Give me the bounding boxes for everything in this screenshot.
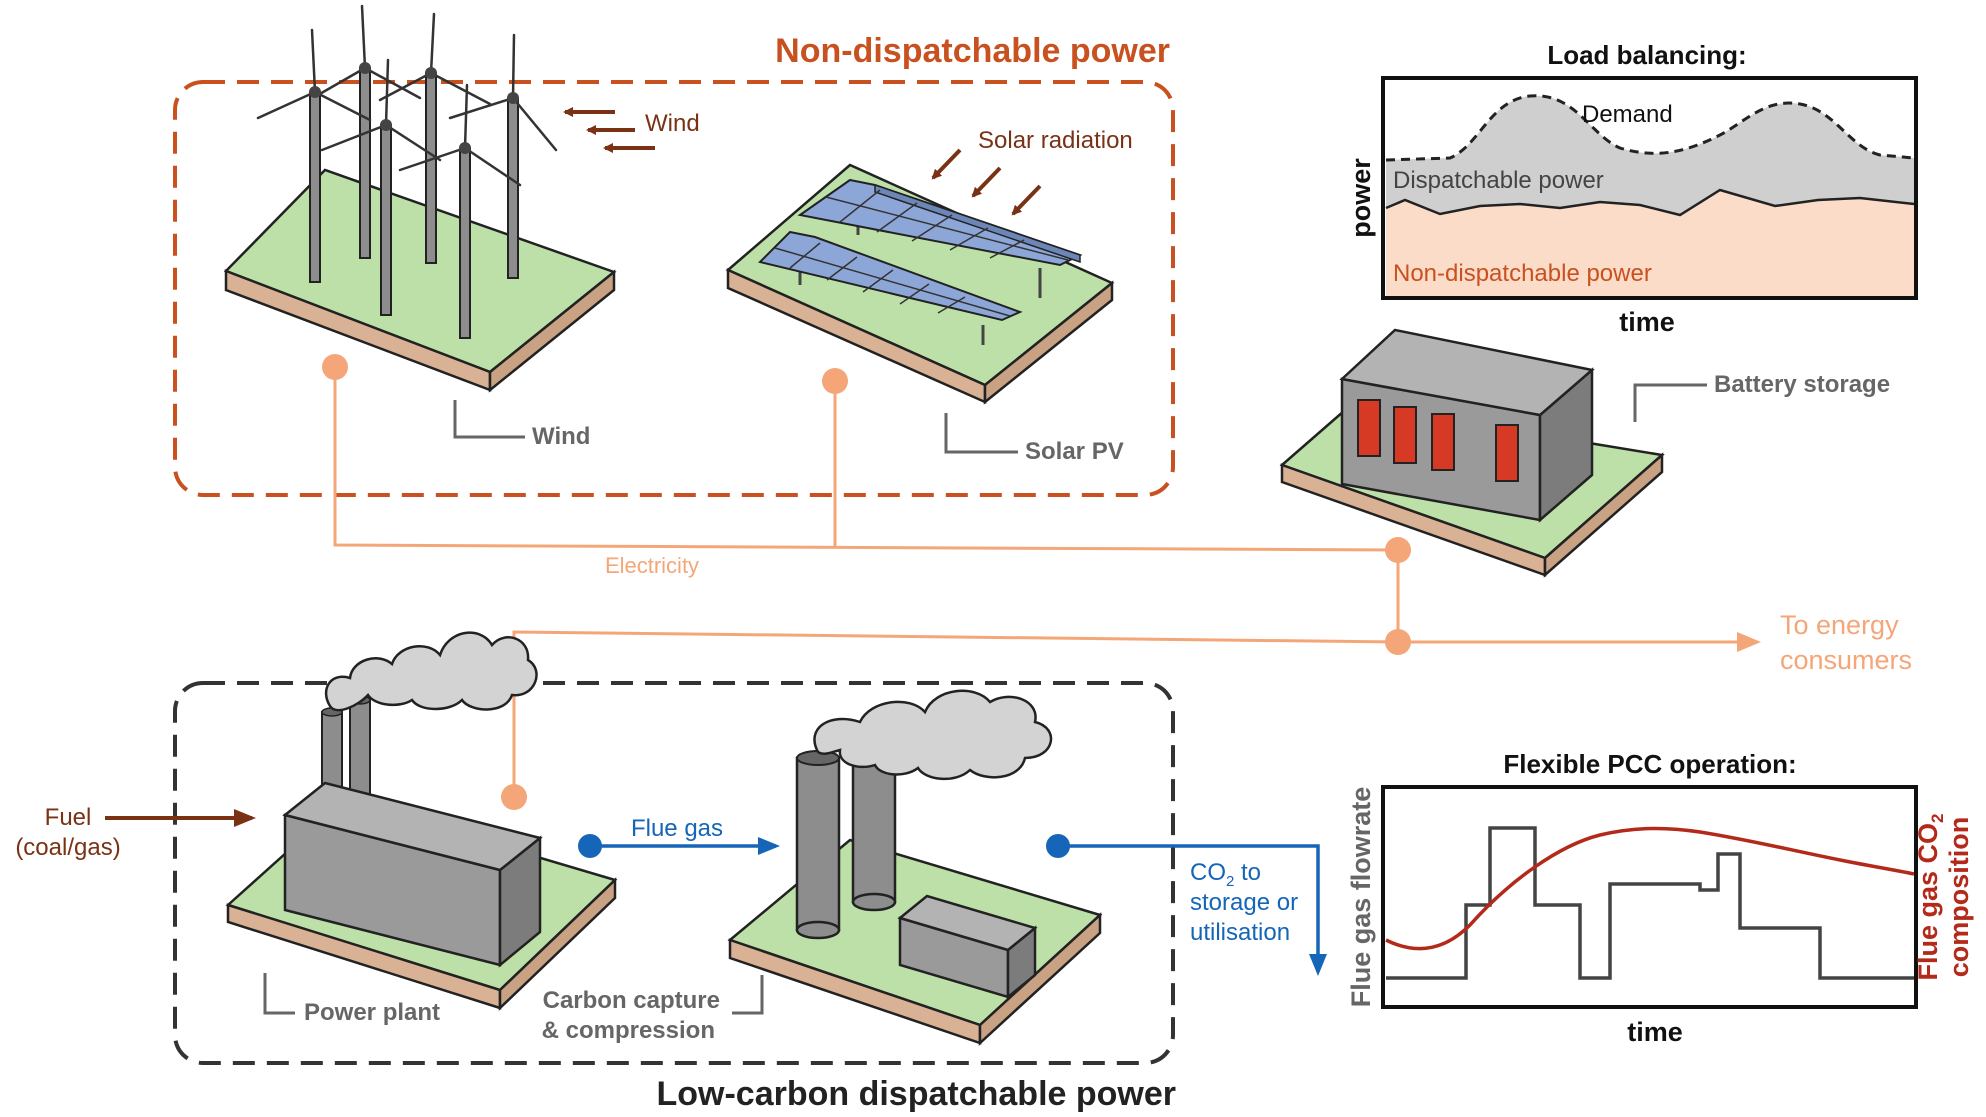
to-energy-consumers-line1: To energy (1780, 610, 1899, 640)
carbon-capture-illustration (727, 689, 1103, 1046)
carbon-capture-caption-line1: Carbon capture (543, 987, 720, 1014)
solar-radiation-arrows (931, 148, 1042, 216)
battery-storage-illustration (1279, 328, 1665, 578)
dispatchable-group-box (173, 681, 1175, 1065)
dispatchable-label: Dispatchable power (1393, 167, 1604, 194)
electricity-junctions (322, 354, 1411, 810)
load-chart-xlabel: time (1619, 307, 1675, 337)
non-dispatchable-curve (1385, 188, 1915, 217)
co2-label-line2: storage or (1190, 889, 1298, 916)
wind-arrows (563, 107, 655, 153)
carbon-capture-caption-bracket (732, 975, 764, 1015)
pcc-chart-frame (1381, 785, 1918, 1009)
pcc-chart-title: Flexible PCC operation: (1503, 749, 1796, 779)
co2-label-line3: utilisation (1190, 919, 1290, 946)
battery-caption-bracket (1633, 383, 1707, 422)
flexible-pcc-chart: Flexible PCC operation: Flue gas flowrat… (1346, 749, 1974, 1047)
fuel-label-line2: (coal/gas) (15, 834, 120, 861)
non-dispatchable-group-box (173, 80, 1175, 497)
power-plant-caption-bracket (263, 973, 295, 1015)
wind-caption-bracket (453, 400, 525, 439)
dispatchable-title: Low-carbon dispatchable power (656, 1075, 1176, 1113)
electricity-label: Electricity (605, 553, 699, 578)
solar-farm-illustration (725, 163, 1115, 405)
non-dispatchable-label: Non-dispatchable power (1393, 260, 1652, 287)
solar-pv-caption: Solar PV (1025, 438, 1124, 465)
load-chart-frame (1381, 76, 1918, 300)
non-dispatchable-title: Non-dispatchable power (775, 32, 1170, 70)
dispatchable-area (1386, 95, 1914, 215)
wind-arrow-label: Wind (645, 110, 700, 137)
load-chart-title: Load balancing: (1547, 40, 1746, 70)
demand-curve (1385, 94, 1915, 162)
pcc-chart-xlabel: time (1627, 1017, 1683, 1047)
flue-gas-flowrate-curve (1386, 826, 1914, 980)
to-energy-consumers-line2: consumers (1780, 645, 1912, 675)
solar-caption-bracket (944, 413, 1018, 454)
co2-composition-curve (1385, 826, 1915, 951)
power-plant-illustration (225, 631, 618, 1011)
pcc-chart-ylabel-right-line1: Flue gas CO2 (1913, 814, 1947, 981)
power-plant-caption: Power plant (304, 999, 440, 1026)
carbon-capture-caption-line2: & compression (542, 1017, 715, 1044)
solar-radiation-label: Solar radiation (978, 127, 1133, 154)
pcc-chart-ylabel-right-line2: composition (1944, 817, 1974, 978)
pcc-chart-ylabel-left: Flue gas flowrate (1346, 787, 1376, 1008)
flue-gas-label: Flue gas (631, 815, 723, 842)
load-chart-ylabel: power (1346, 158, 1376, 238)
battery-storage-caption: Battery storage (1714, 371, 1890, 398)
load-balancing-chart: Load balancing: Demand Dispatchable powe… (1346, 40, 1918, 337)
co2-label-line1: CO2 to (1190, 859, 1261, 890)
wind-caption: Wind (532, 423, 590, 450)
fuel-label-line1: Fuel (45, 804, 92, 831)
non-dispatchable-area (1386, 190, 1914, 296)
wind-farm-illustration (223, 4, 617, 393)
co2-arrow (1058, 844, 1327, 976)
electricity-network (333, 369, 1761, 797)
demand-label: Demand (1582, 101, 1673, 128)
